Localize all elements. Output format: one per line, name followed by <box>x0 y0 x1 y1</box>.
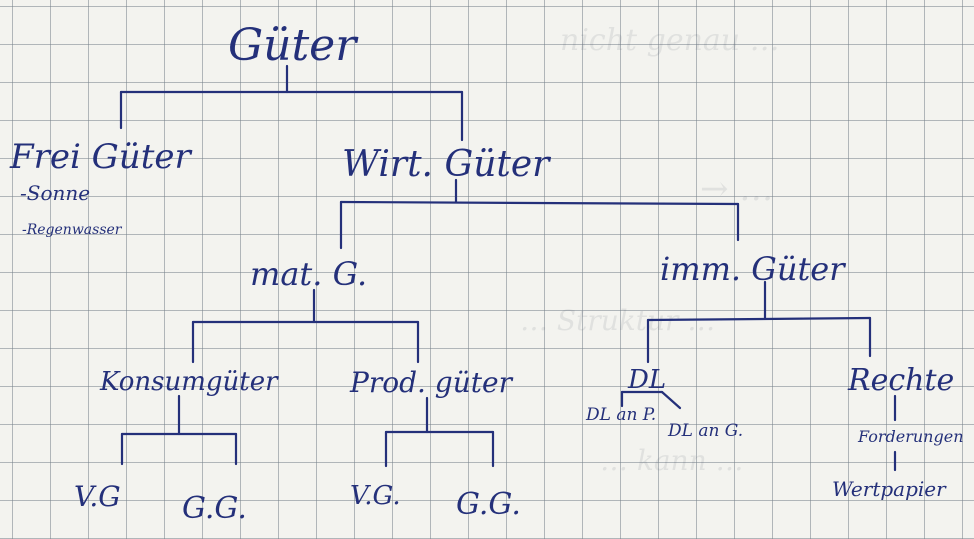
svg-text:→ …: → … <box>700 169 773 209</box>
node-gueter: Güter <box>228 20 359 71</box>
leaf-dl-an-g-line: DL an G. <box>667 421 743 441</box>
svg-text:nicht genau …: nicht genau … <box>560 23 780 58</box>
leaf-wertpapier: Wertpapier <box>832 477 947 501</box>
leaf-dl-an-p-line: DL an P. <box>585 405 656 425</box>
leaf-konsum-vg: V.G <box>74 480 121 513</box>
svg-text:… kann …: … kann … <box>600 444 744 477</box>
node-mat-gueter: mat. G. <box>250 255 367 293</box>
example-regenwasser: -Regenwasser <box>22 222 123 238</box>
leaf-dl-an-p: DL an P. <box>585 405 656 425</box>
node-prod-gueter: Prod. güter <box>349 366 514 399</box>
leaf-dl-an-g: DL an G. <box>667 421 743 441</box>
leaf-forderungen: Forderungen <box>857 427 964 446</box>
tree-labels: Güter Frei Güter -Sonne -Regenwasser Wir… <box>9 20 964 526</box>
node-dl: DL <box>627 365 666 395</box>
node-freie-gueter: Frei Güter <box>9 137 192 177</box>
leaf-konsum-gg: G.G. <box>182 491 247 526</box>
node-wirt-gueter: Wirt. Güter <box>342 144 551 185</box>
node-konsumgueter: Konsumgüter <box>99 367 279 397</box>
leaf-prod-gg: G.G. <box>456 487 521 522</box>
example-sonne: -Sonne <box>20 181 90 205</box>
leaf-prod-vg: V.G. <box>350 481 401 511</box>
tree-connectors <box>119 64 897 472</box>
node-imm-gueter: imm. Güter <box>660 250 846 288</box>
node-rechte: Rechte <box>847 363 954 398</box>
